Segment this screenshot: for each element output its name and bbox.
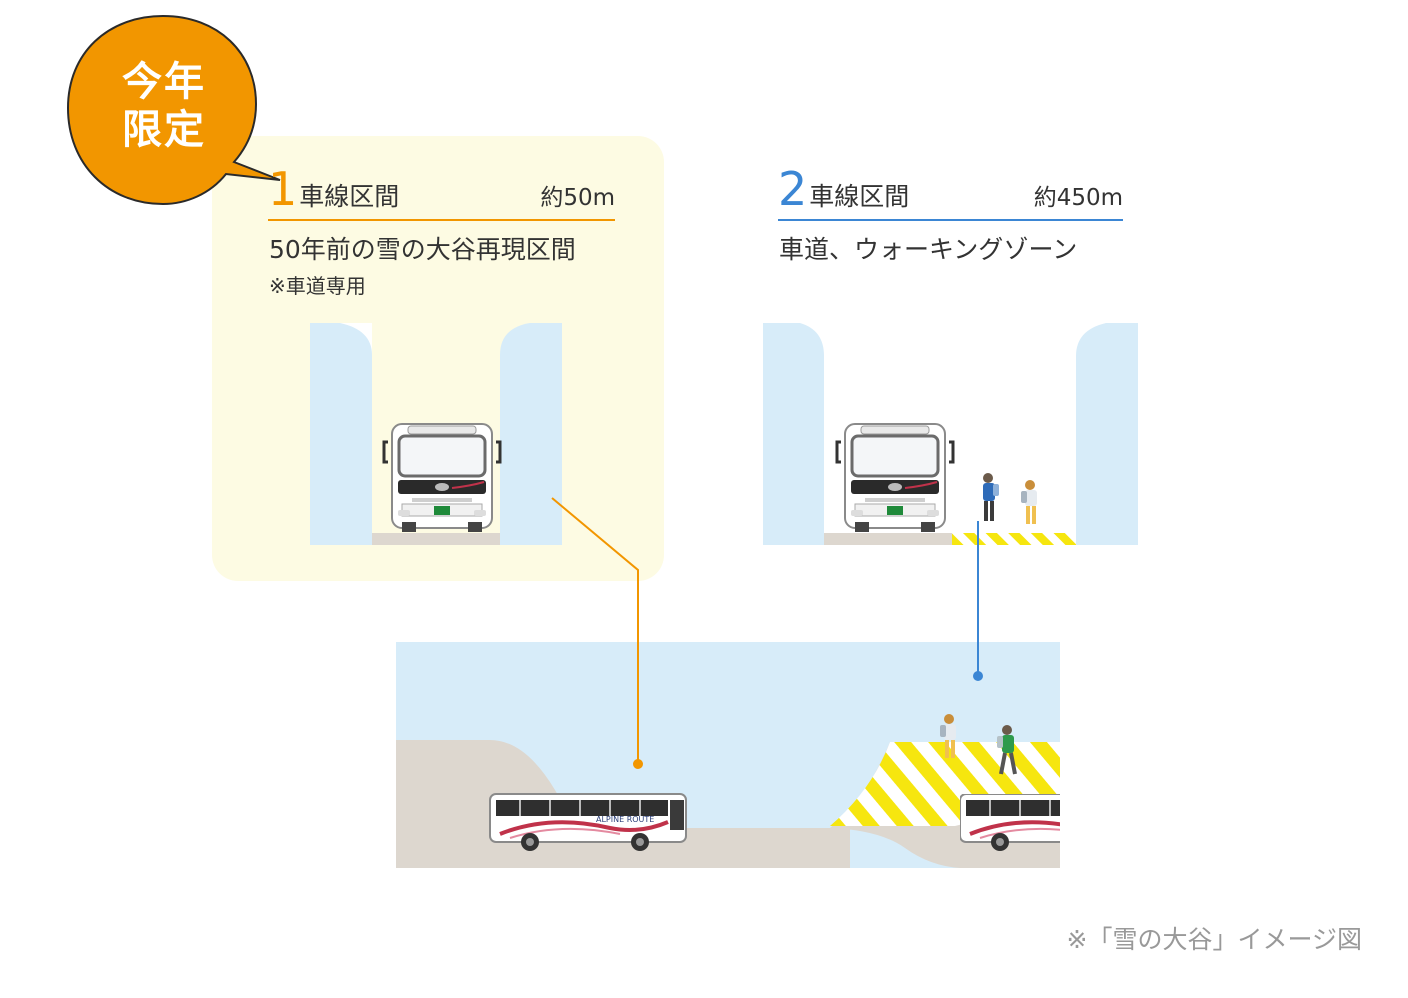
section1-number: 1 xyxy=(268,162,298,216)
bus-front-2 xyxy=(835,422,955,534)
section1-description: 50年前の雪の大谷再現区間 xyxy=(269,235,576,264)
bus-front-1 xyxy=(382,422,502,534)
section1-title: 車線区間 xyxy=(299,182,400,211)
pedestrian-1 xyxy=(983,473,999,521)
badge-line2: 限定 xyxy=(122,107,206,153)
image-caption: ※「雪の大谷」イメージ図 xyxy=(1066,925,1362,954)
corridor-overhead-view: ALPINE ROUTE xyxy=(396,642,1060,868)
section1-header: 1 車線区間 約50m xyxy=(268,166,615,221)
pedestrian-2 xyxy=(1021,480,1037,524)
section2-number: 2 xyxy=(778,162,808,216)
section2-description: 車道、ウォーキングゾーン xyxy=(779,235,1078,264)
section1-note: ※車道専用 xyxy=(269,274,366,298)
section2-cross-section xyxy=(763,323,1138,545)
section2-title: 車線区間 xyxy=(809,182,910,211)
section2-length: 約450m xyxy=(1033,185,1123,211)
bus-side-left xyxy=(488,792,688,853)
section1-marker xyxy=(633,759,643,769)
section2-marker xyxy=(973,671,983,681)
bus-side-text: ALPINE ROUTE xyxy=(596,815,654,824)
section1-cross-section xyxy=(310,323,562,545)
section1-length: 約50m xyxy=(540,185,615,211)
badge-text: 今年 限定 xyxy=(96,58,232,154)
limited-badge xyxy=(66,14,281,206)
section2-header: 2 車線区間 約450m xyxy=(778,166,1123,221)
badge-line1: 今年 xyxy=(122,59,206,105)
bus-side-right xyxy=(960,794,1060,853)
section1-connector xyxy=(551,497,639,764)
